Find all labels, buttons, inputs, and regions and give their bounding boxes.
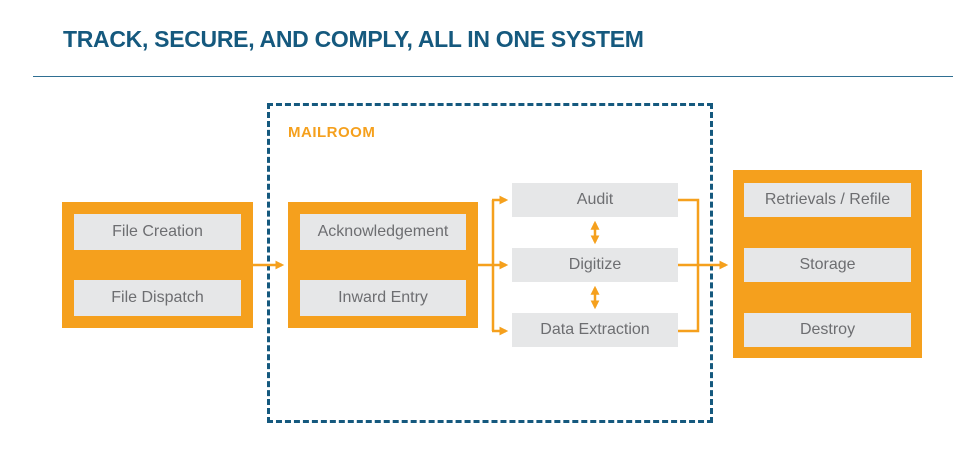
step-inward-entry: Inward Entry xyxy=(300,280,466,316)
stage-intake: Acknowledgement Inward Entry xyxy=(288,202,478,328)
step-digitize: Digitize xyxy=(512,248,678,282)
step-retrievals-refile: Retrievals / Refile xyxy=(744,183,911,217)
step-file-creation: File Creation xyxy=(74,214,241,250)
mailroom-label: MAILROOM xyxy=(288,124,376,141)
step-acknowledgement: Acknowledgement xyxy=(300,214,466,250)
page-title: TRACK, SECURE, AND COMPLY, ALL IN ONE SY… xyxy=(63,26,644,52)
step-data-extraction: Data Extraction xyxy=(512,313,678,347)
step-storage: Storage xyxy=(744,248,911,282)
step-audit: Audit xyxy=(512,183,678,217)
mailroom-boundary: MAILROOM xyxy=(267,103,713,423)
title-underline xyxy=(33,76,953,77)
step-destroy: Destroy xyxy=(744,313,911,347)
step-file-dispatch: File Dispatch xyxy=(74,280,241,316)
stage-records: Retrievals / Refile Storage Destroy xyxy=(733,170,922,358)
stage-file-creation: File Creation File Dispatch xyxy=(62,202,253,328)
